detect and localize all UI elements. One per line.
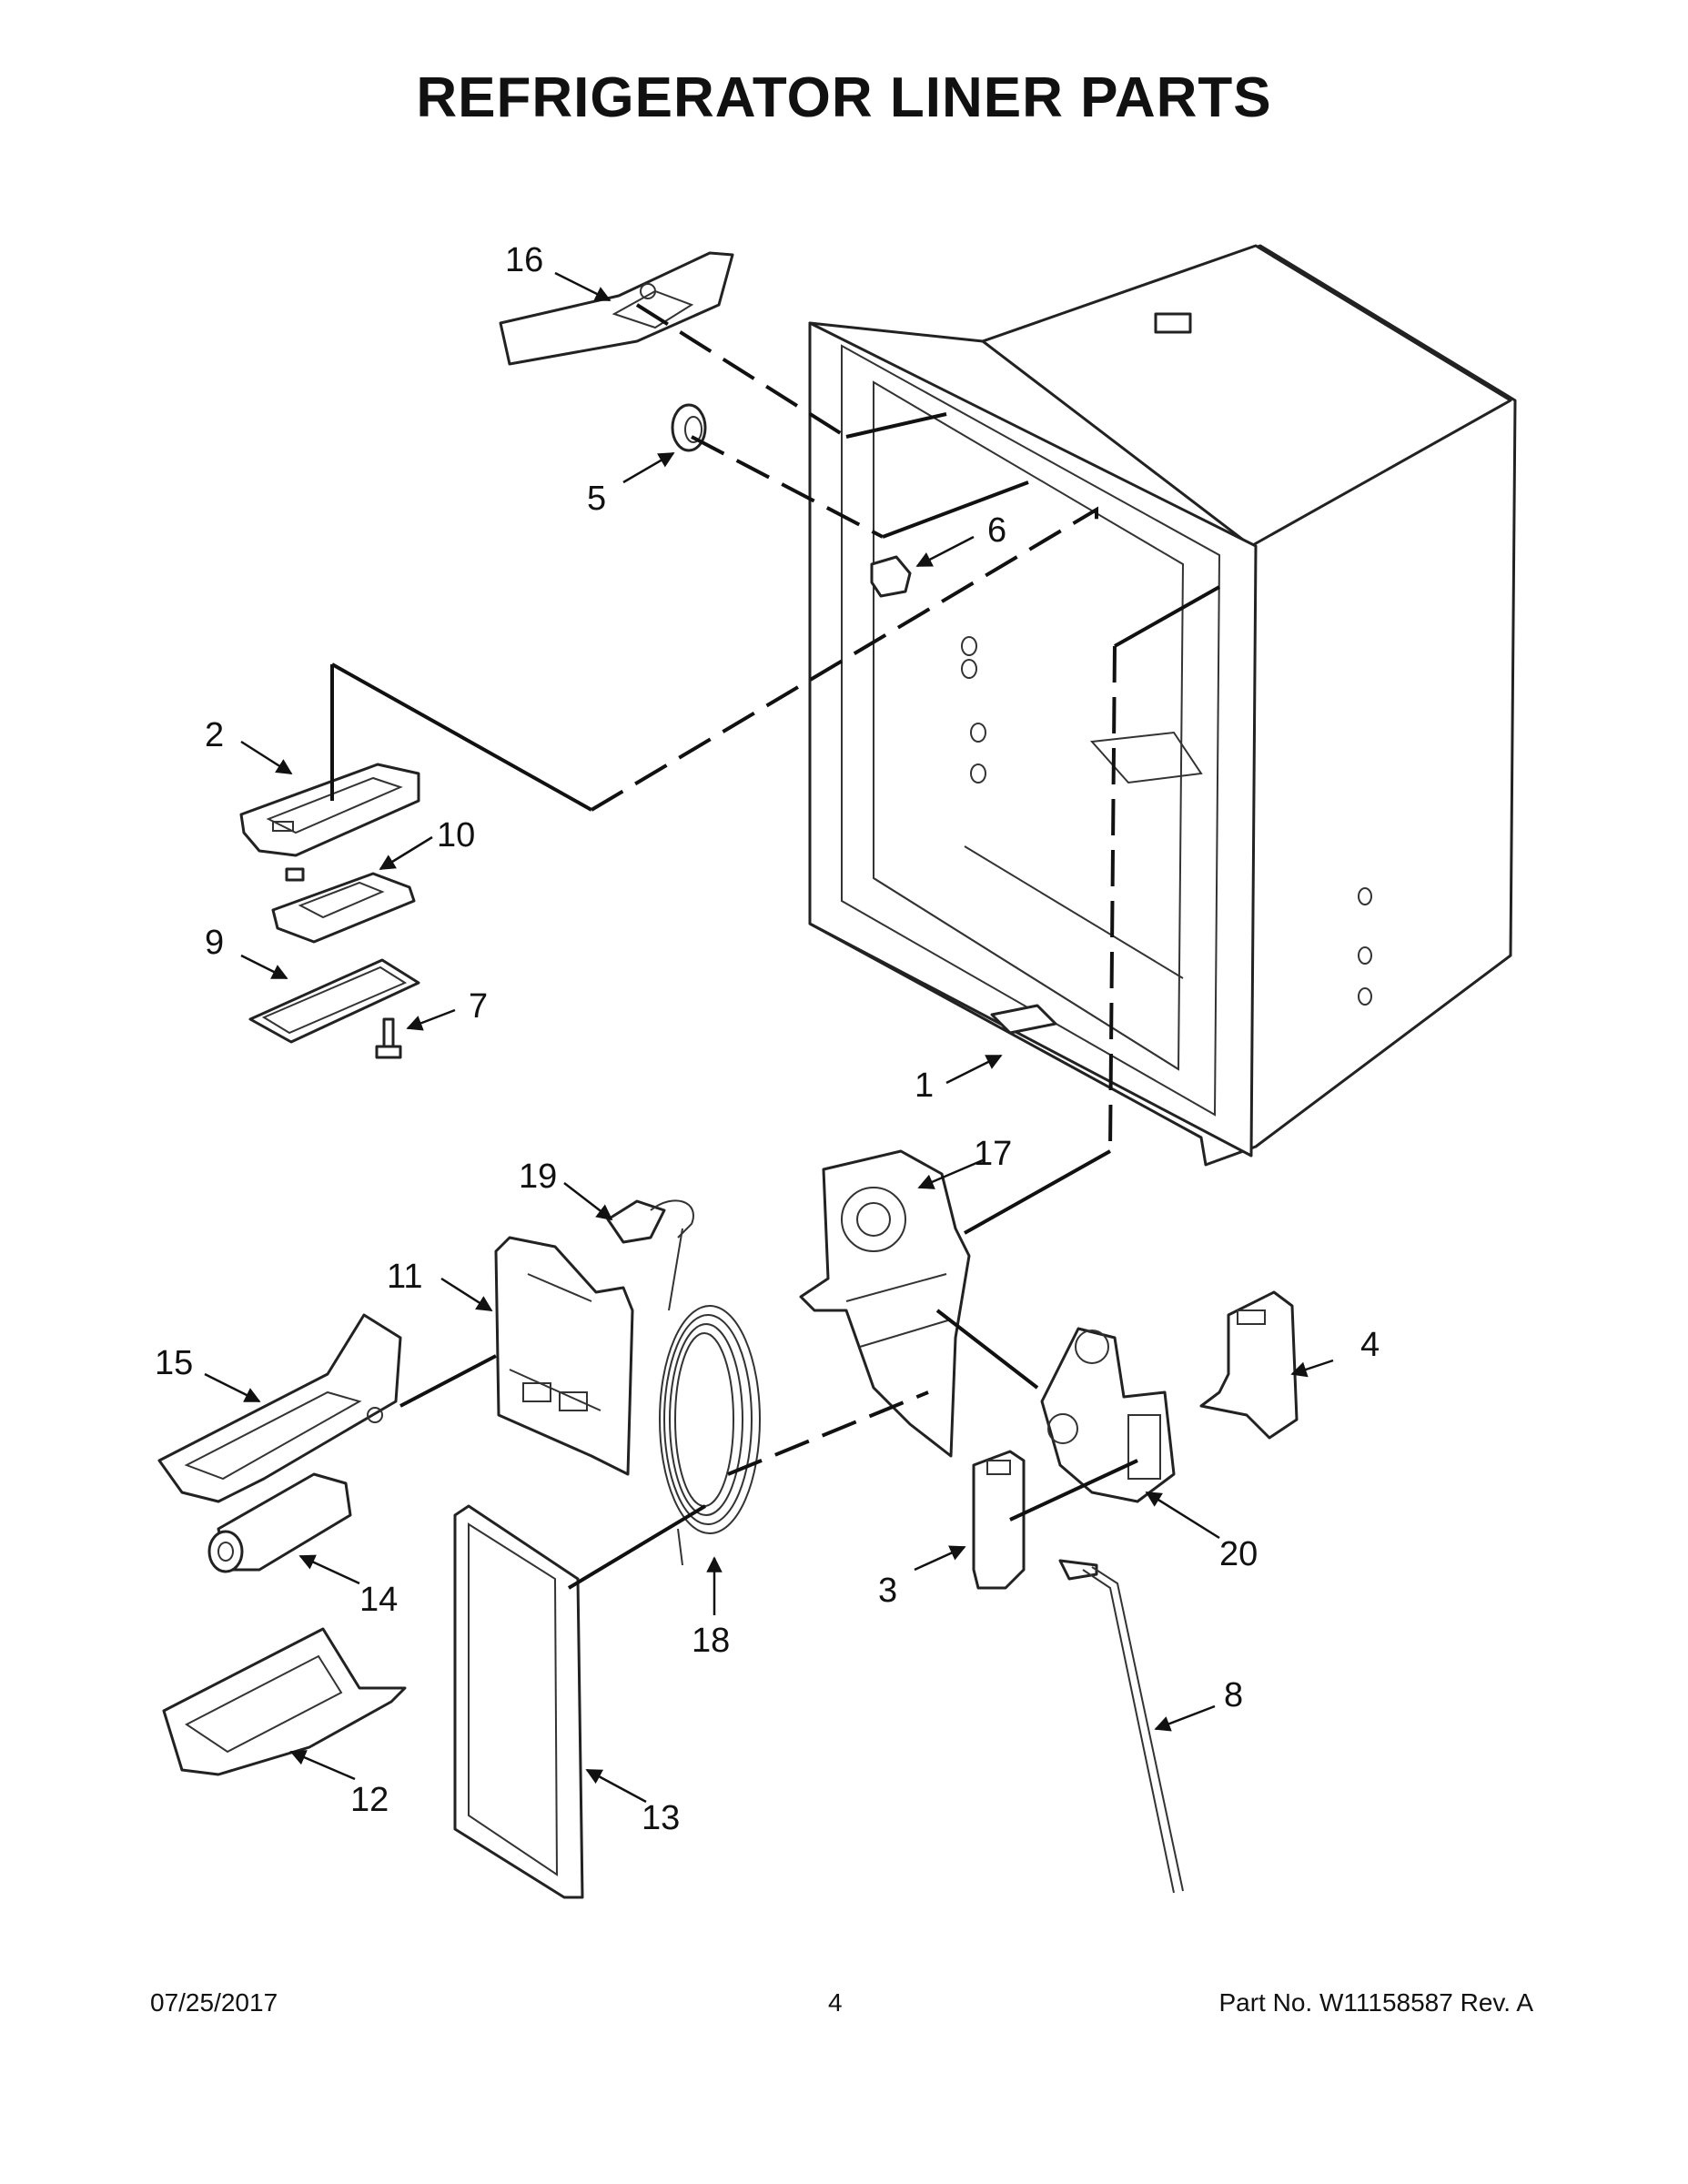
- callout-11: 11: [387, 1258, 422, 1296]
- part-7-screw: [375, 1017, 402, 1059]
- callout-20: 20: [1219, 1535, 1258, 1573]
- part-16-trim: [499, 251, 734, 366]
- part-4-bracket: [1199, 1290, 1299, 1440]
- callout-5: 5: [587, 480, 606, 518]
- callout-14: 14: [359, 1581, 398, 1619]
- part-17-bracket: [799, 1149, 971, 1458]
- part-13-panel: [453, 1504, 584, 1899]
- part-19-thermistor: [606, 1199, 694, 1244]
- part-15-chute: [157, 1313, 402, 1503]
- part-2-housing: [239, 763, 420, 857]
- part-11-housing: [494, 1236, 634, 1476]
- callout-1: 1: [915, 1067, 934, 1105]
- part-20-water-valve: [1040, 1327, 1176, 1503]
- callout-15: 15: [155, 1344, 193, 1382]
- callout-10: 10: [437, 816, 475, 854]
- callout-4: 4: [1360, 1326, 1380, 1364]
- part-8-water-tube: [1058, 1559, 1184, 1894]
- refrigerator-liner: [808, 244, 1517, 1167]
- callout-13: 13: [642, 1799, 680, 1837]
- callout-18: 18: [692, 1622, 730, 1660]
- footer-date: 07/25/2017: [150, 1988, 278, 2017]
- callout-17: 17: [974, 1135, 1012, 1173]
- callout-12: 12: [350, 1781, 389, 1819]
- footer-page-number: 4: [828, 1988, 843, 2017]
- part-3-bracket: [972, 1450, 1026, 1590]
- part-9-lens: [248, 958, 420, 1044]
- callout-16: 16: [505, 241, 543, 279]
- leader-lines: [330, 303, 1220, 1590]
- callout-arrows: [204, 271, 1334, 1804]
- footer-part-number: Part No. W11158587 Rev. A: [1218, 1988, 1533, 2017]
- page-title: REFRIGERATOR LINER PARTS: [416, 66, 1272, 129]
- part-14-filter: [207, 1472, 352, 1573]
- part-5-knob: [671, 403, 707, 452]
- callout-2: 2: [205, 716, 224, 754]
- callout-8: 8: [1224, 1676, 1243, 1714]
- callout-7: 7: [469, 987, 488, 1026]
- callout-19: 19: [519, 1158, 557, 1196]
- callout-6: 6: [987, 511, 1006, 550]
- part-18-wire-coil: [659, 1228, 761, 1566]
- callout-9: 9: [205, 924, 224, 962]
- part-12-tray: [162, 1627, 407, 1776]
- callout-labels: 16 5 6 2 10 9 7 1 17 19 11 15 4 20 3 14 …: [155, 241, 1380, 1837]
- callout-3: 3: [878, 1572, 897, 1610]
- part-6-clip: [870, 555, 912, 598]
- part-10-led-board: [271, 867, 416, 944]
